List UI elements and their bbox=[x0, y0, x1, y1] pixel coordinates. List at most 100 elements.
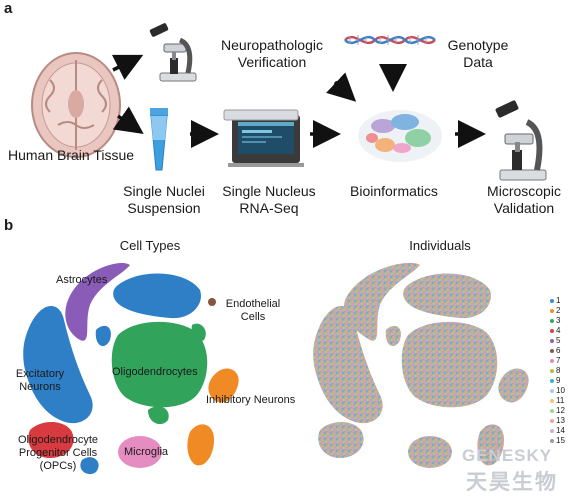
legend-dot-icon bbox=[550, 348, 554, 353]
suspension-label: Single Nuclei Suspension bbox=[112, 183, 216, 217]
legend-label: 14 bbox=[556, 426, 565, 435]
rnaseq-label-line1: Single Nucleus bbox=[222, 183, 316, 199]
tube-icon bbox=[150, 108, 168, 171]
cluster-excitatory bbox=[23, 306, 93, 424]
label-opc-line2: Progenitor Cells bbox=[18, 447, 98, 459]
genotype-label: Genotype Data bbox=[438, 37, 518, 71]
legend-label: 8 bbox=[556, 366, 561, 375]
legend-label: 10 bbox=[556, 386, 565, 395]
microscope-icon bbox=[149, 23, 197, 82]
label-microglia: Microglia bbox=[124, 446, 169, 458]
cluster-inhibitory-lower bbox=[187, 424, 214, 466]
flow-arrows bbox=[111, 54, 486, 148]
legend-item: 2 bbox=[550, 306, 560, 315]
legend-dot-icon bbox=[550, 338, 554, 343]
legend-dot-icon bbox=[550, 378, 554, 383]
neuropath-label-line2: Verification bbox=[237, 54, 307, 70]
label-excitatory: Excitatory Neurons bbox=[10, 368, 70, 394]
legend-item: 7 bbox=[550, 356, 560, 365]
individuals-title: Individuals bbox=[409, 238, 471, 253]
workflow-diagram bbox=[31, 23, 547, 181]
legend-item: 13 bbox=[550, 416, 565, 425]
legend-label: 11 bbox=[556, 396, 565, 405]
legend-item: 3 bbox=[550, 316, 560, 325]
individuals-tsne bbox=[313, 262, 529, 468]
individuals-cloud-top-left bbox=[344, 262, 420, 341]
legend-dot-icon bbox=[550, 398, 554, 403]
brain-icon bbox=[31, 52, 121, 158]
watermark-chinese: 天昊生物 bbox=[466, 471, 558, 494]
legend-dot-icon bbox=[550, 438, 554, 443]
legend-item: 10 bbox=[550, 386, 565, 395]
individuals-cloud-lower-left bbox=[318, 421, 364, 458]
legend-label: 3 bbox=[556, 316, 561, 325]
legend-item: 12 bbox=[550, 406, 565, 415]
legend-label: 2 bbox=[556, 306, 561, 315]
dna-helix-icon bbox=[344, 35, 436, 45]
legend-label: 15 bbox=[556, 436, 565, 445]
legend-label: 5 bbox=[556, 336, 561, 345]
cluster-excitatory-top bbox=[113, 273, 201, 319]
genotype-label-line1: Genotype bbox=[447, 37, 509, 53]
legend-label: 12 bbox=[556, 406, 565, 415]
sequencer-icon bbox=[223, 109, 304, 167]
individuals-cloud-center bbox=[401, 321, 498, 408]
rnaseq-label: Single Nucleus RNA-Seq bbox=[211, 183, 327, 217]
label-endothelial: Endothelial Cells bbox=[218, 298, 288, 324]
legend-item: 5 bbox=[550, 336, 560, 345]
individuals-cloud-small bbox=[385, 325, 401, 347]
legend-label: 4 bbox=[556, 326, 561, 335]
cluster-oligodendrocytes bbox=[111, 321, 208, 408]
cell-types-title: Cell Types bbox=[119, 238, 181, 253]
legend-item: 6 bbox=[550, 346, 560, 355]
label-oligodendrocytes: Oligodendrocytes bbox=[112, 366, 198, 378]
label-opc-line3: (OPCs) bbox=[39, 460, 77, 472]
legend-label: 6 bbox=[556, 346, 561, 355]
label-inhibitory: Inhibitory Neurons bbox=[206, 394, 296, 406]
legend-dot-icon bbox=[550, 298, 554, 303]
suspension-label-line2: Suspension bbox=[127, 200, 201, 216]
legend-label: 13 bbox=[556, 416, 565, 425]
label-opc: Oligodendrocyte Progenitor Cells (OPCs) bbox=[8, 434, 108, 473]
cluster-oligodendrocytes-right bbox=[191, 323, 206, 341]
legend-label: 9 bbox=[556, 376, 561, 385]
panel-a-letter: a bbox=[4, 0, 13, 17]
legend-item: 14 bbox=[550, 426, 565, 435]
legend-item: 4 bbox=[550, 326, 560, 335]
cluster-oligodendrocytes-small bbox=[148, 406, 169, 425]
panel-b-letter: b bbox=[4, 217, 14, 234]
bioinf-label: Bioinformatics bbox=[350, 183, 438, 199]
legend-dot-icon bbox=[550, 408, 554, 413]
microscope-validation-icon bbox=[495, 100, 547, 181]
label-excitatory-line2: Neurons bbox=[19, 381, 61, 393]
label-excitatory-line1: Excitatory bbox=[15, 368, 65, 380]
legend-item: 15 bbox=[550, 436, 565, 445]
brain-label: Human Brain Tissue bbox=[8, 147, 135, 163]
neuropath-label: Neuropathologic Verification bbox=[212, 37, 332, 71]
label-endothelial-line2: Cells bbox=[240, 311, 266, 323]
cluster-excitatory-small bbox=[95, 325, 111, 347]
legend-item: 8 bbox=[550, 366, 560, 375]
label-astrocytes: Astrocytes bbox=[56, 274, 108, 286]
legend-dot-icon bbox=[550, 428, 554, 433]
suspension-label-line1: Single Nuclei bbox=[123, 183, 205, 199]
label-opc-line1: Oligodendrocyte bbox=[17, 434, 99, 446]
legend-label: 7 bbox=[556, 356, 561, 365]
genotype-label-line2: Data bbox=[463, 54, 493, 70]
legend-dot-icon bbox=[550, 318, 554, 323]
rnaseq-label-line2: RNA-Seq bbox=[239, 200, 299, 216]
validation-label-line1: Microscopic bbox=[487, 183, 561, 199]
individuals-cloud-bottom bbox=[408, 436, 452, 468]
individuals-cloud-right bbox=[498, 368, 529, 403]
legend-label: 1 bbox=[556, 296, 561, 305]
legend-dot-icon bbox=[550, 358, 554, 363]
neuropath-label-line1: Neuropathologic bbox=[221, 37, 323, 53]
cluster-endothelial bbox=[208, 298, 216, 306]
legend-dot-icon bbox=[550, 368, 554, 373]
validation-label: Microscopic Validation bbox=[474, 183, 574, 217]
label-endothelial-line1: Endothelial bbox=[225, 298, 281, 310]
tsne-thumbnail-icon bbox=[358, 110, 442, 162]
legend-dot-icon bbox=[550, 418, 554, 423]
legend-dot-icon bbox=[550, 388, 554, 393]
